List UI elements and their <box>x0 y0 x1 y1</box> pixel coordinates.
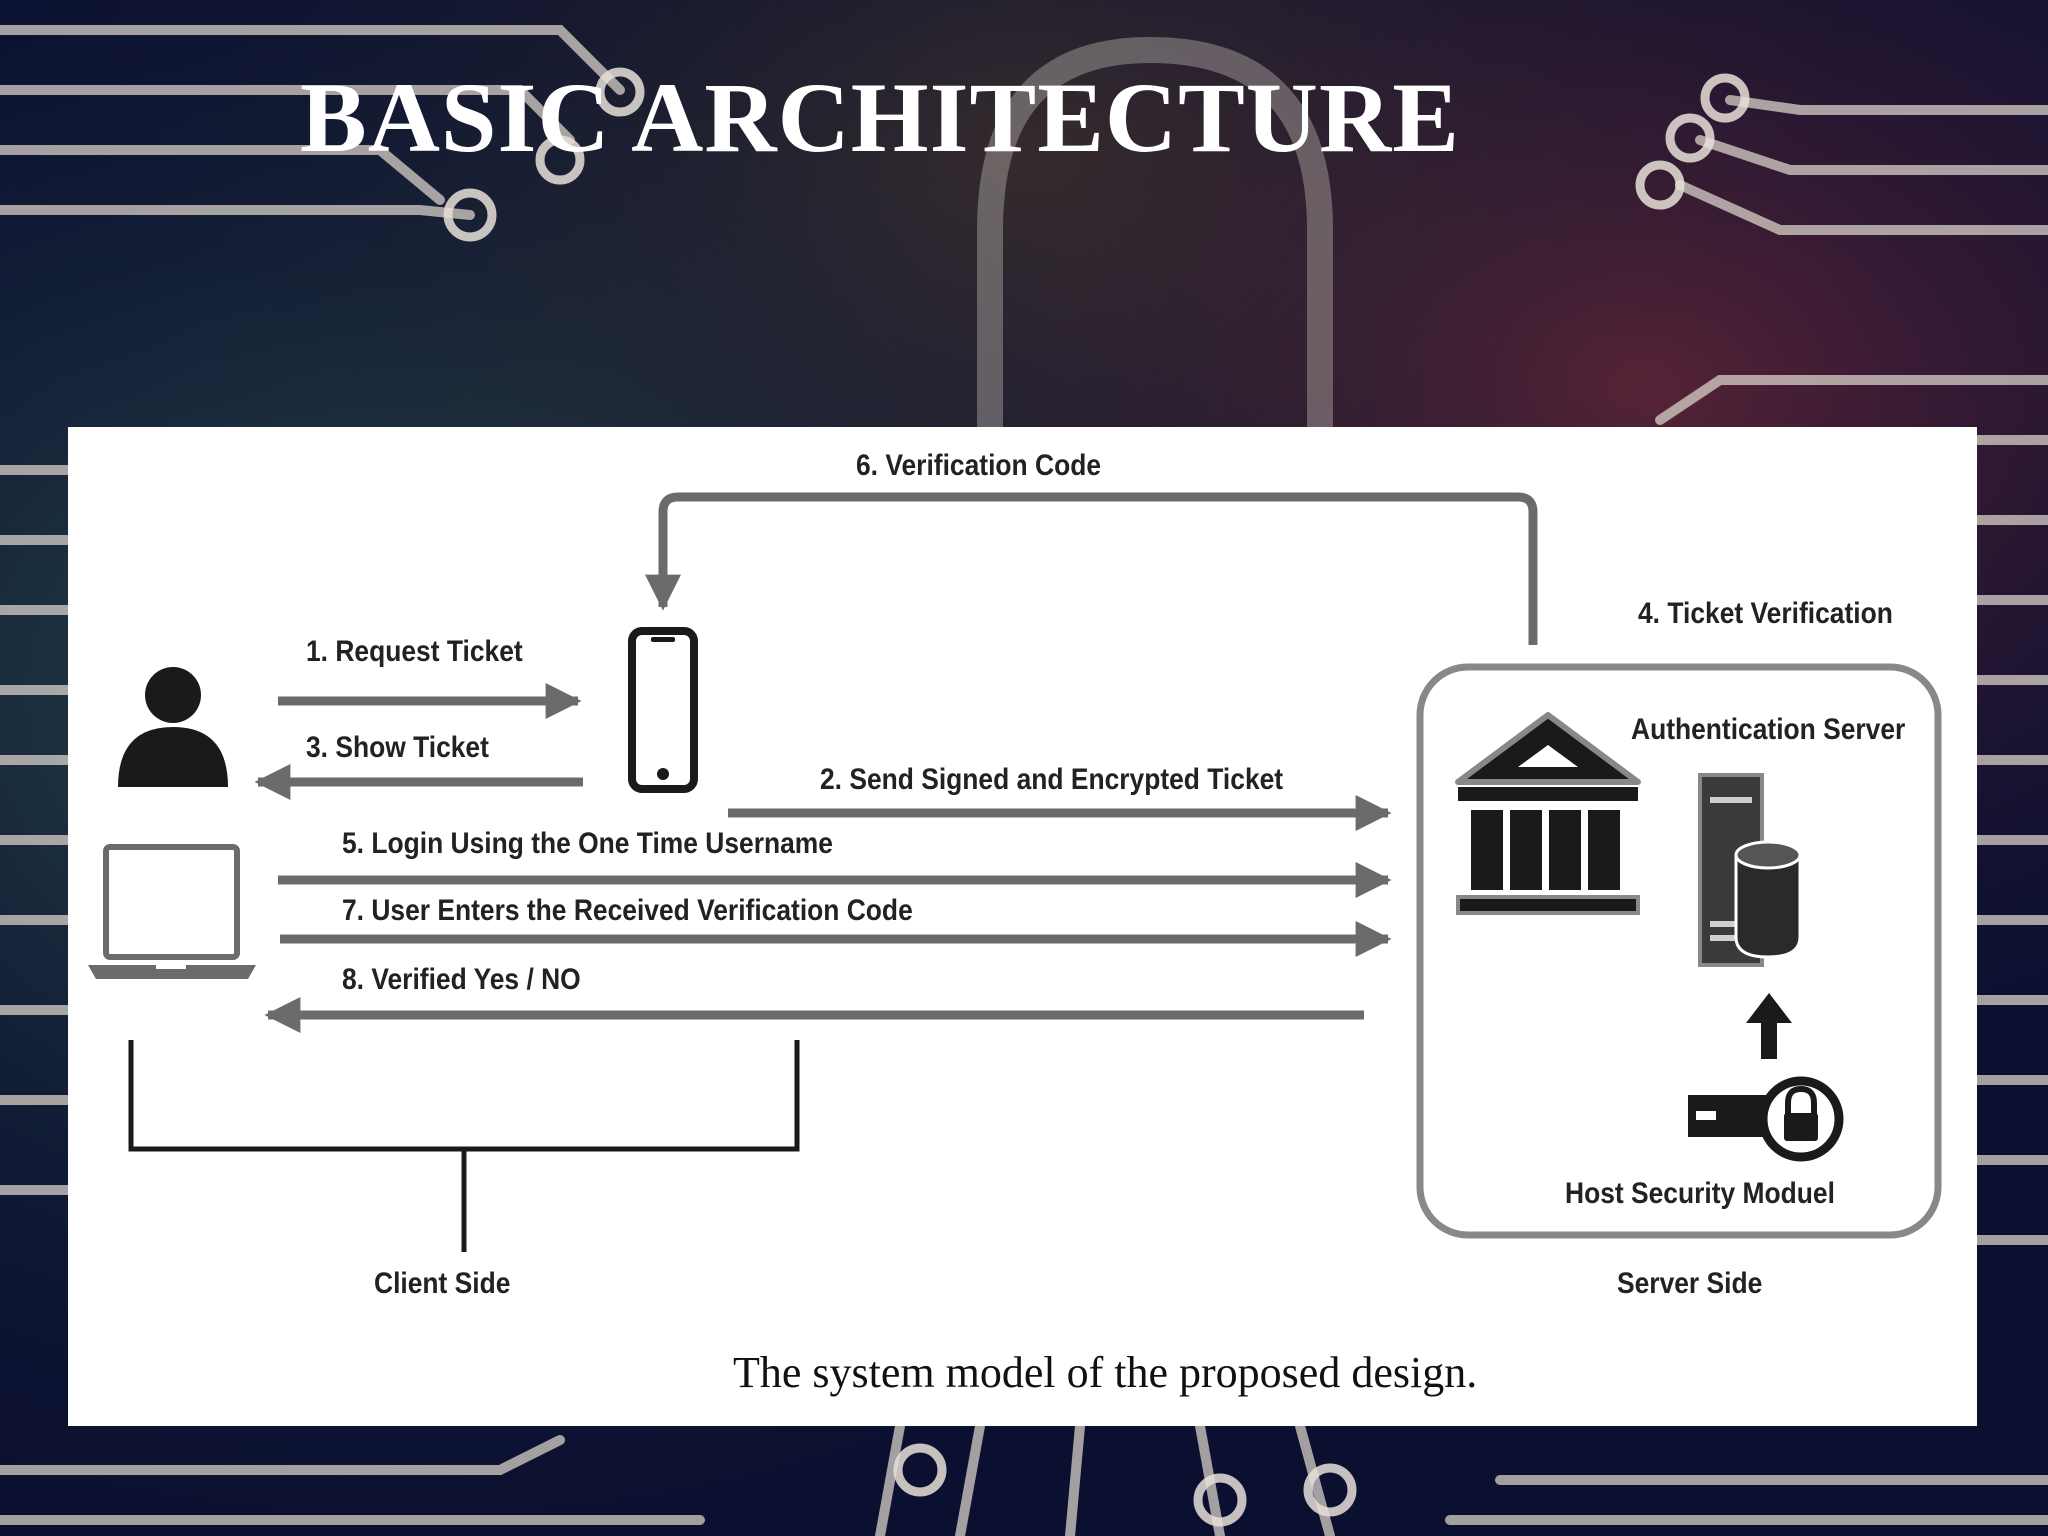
client-side-bracket <box>128 1040 800 1252</box>
label-host-security-module: Host Security Moduel <box>1565 1177 1835 1210</box>
arrow-verification-code <box>645 492 1538 645</box>
label-show-ticket: 3. Show Ticket <box>306 731 489 764</box>
label-server-side: Server Side <box>1617 1267 1763 1300</box>
label-user-enters-code: 7. User Enters the Received Verification… <box>342 894 913 927</box>
host-security-module-icon <box>1688 1076 1844 1162</box>
server-side-box <box>1416 663 1942 1239</box>
label-authentication-server: Authentication Server <box>1631 713 1906 746</box>
label-verified: 8. Verified Yes / NO <box>342 963 581 996</box>
up-arrow-icon <box>1746 993 1792 1059</box>
phone-icon <box>628 627 698 793</box>
user-icon <box>118 667 228 787</box>
bank-icon <box>1455 712 1641 915</box>
diagram-caption: The system model of the proposed design. <box>733 1348 1478 1397</box>
label-send-ticket: 2. Send Signed and Encrypted Ticket <box>820 763 1284 796</box>
slide-title: BASIC ARCHITECTURE <box>300 62 1460 173</box>
label-login: 5. Login Using the One Time Username <box>342 827 833 860</box>
diagram-panel: 1. Request Ticket 3. Show Ticket 2. Send… <box>68 427 1977 1426</box>
label-verification-code: 6. Verification Code <box>856 449 1102 482</box>
server-database-icon <box>1698 773 1802 967</box>
label-client-side: Client Side <box>374 1267 511 1300</box>
architecture-diagram <box>88 492 1942 1252</box>
laptop-icon <box>88 844 256 979</box>
label-request-ticket: 1. Request Ticket <box>306 635 523 668</box>
label-ticket-verification: 4. Ticket Verification <box>1638 597 1893 630</box>
